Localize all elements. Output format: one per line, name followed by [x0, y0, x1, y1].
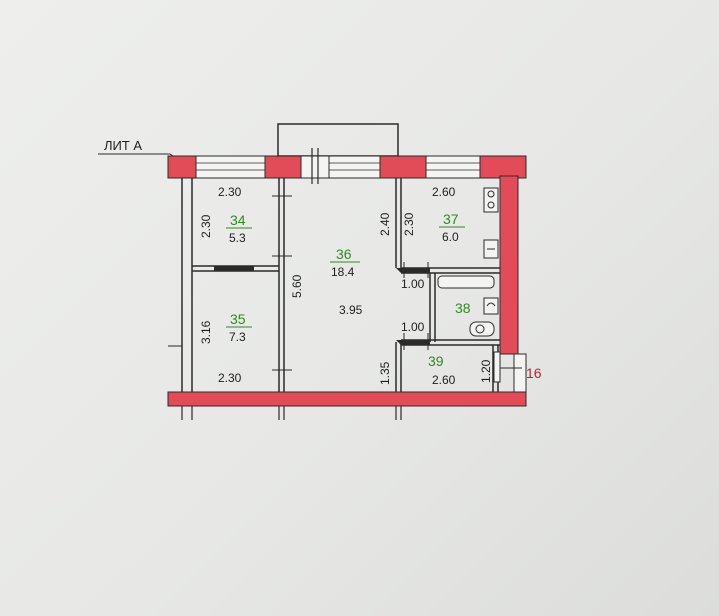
partition-34-36 — [272, 178, 292, 420]
room-38-door-dim: 1.00 — [401, 320, 425, 334]
bathtub-icon — [437, 275, 495, 289]
room-37-width: 2.60 — [432, 185, 456, 199]
washbasin-icon — [483, 297, 499, 315]
room-35-area: 7.3 — [229, 330, 246, 344]
room-37-height: 2.30 — [402, 212, 416, 236]
exit-door-icon — [493, 351, 522, 383]
room-34-number: 34 — [230, 212, 246, 228]
right-wall — [499, 175, 519, 355]
room-36-extra-dim: 2.40 — [378, 212, 392, 236]
room-16-number: 16 — [526, 365, 542, 381]
wall-segment — [479, 155, 527, 179]
room-35-height: 3.16 — [199, 320, 213, 344]
room-37-area: 6.0 — [442, 230, 459, 244]
window — [195, 155, 266, 179]
room-39-number: 39 — [428, 353, 444, 369]
room-34-width: 2.30 — [218, 185, 242, 199]
room-37-number: 37 — [443, 211, 459, 227]
sink-icon — [483, 239, 499, 259]
room-36-area: 18.4 — [331, 265, 355, 279]
room-35-width: 2.30 — [218, 371, 242, 385]
partition-36-37 — [395, 178, 402, 420]
room-37-door-dim: 1.00 — [401, 277, 425, 291]
room-38-number: 38 — [455, 300, 471, 316]
room-36-width: 3.95 — [339, 303, 363, 317]
wall-segment — [264, 155, 302, 179]
room-36-height: 5.60 — [290, 274, 304, 298]
wall-segment — [379, 155, 427, 179]
window — [425, 155, 481, 179]
toilet-icon — [469, 321, 495, 337]
bottom-wall — [167, 391, 527, 407]
room-36-number: 36 — [336, 246, 352, 262]
window — [328, 155, 381, 179]
room-39-height: 1.35 — [378, 361, 392, 385]
room-34-height: 2.30 — [199, 214, 213, 238]
stove-icon — [483, 187, 499, 213]
room-39-width: 2.60 — [432, 373, 456, 387]
room-35-number: 35 — [230, 311, 246, 327]
partition-34-35 — [192, 265, 279, 272]
bathroom-walls — [396, 262, 500, 350]
wall-segment — [167, 155, 197, 179]
plan-label: ЛИТ А — [104, 138, 142, 153]
balcony-door — [300, 148, 330, 184]
room-16-dim: 1.20 — [479, 359, 493, 383]
balcony — [277, 123, 399, 157]
left-wall — [168, 178, 193, 420]
top-wall — [167, 148, 527, 184]
room-34-area: 5.3 — [229, 231, 246, 245]
